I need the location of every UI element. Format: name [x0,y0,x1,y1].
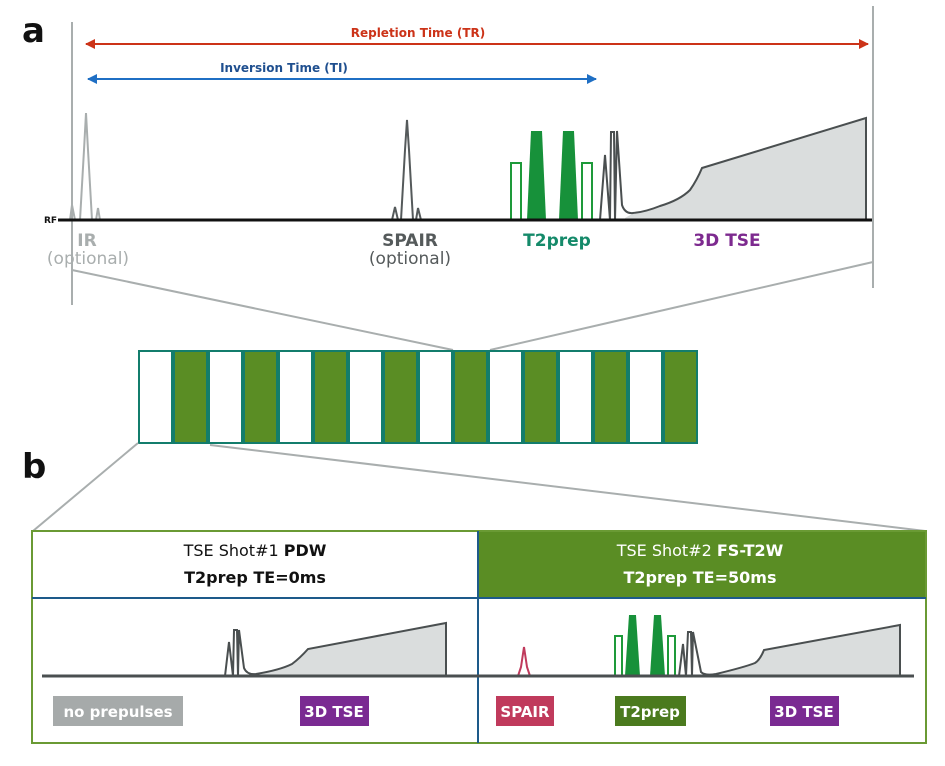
shot-box-4 [243,350,278,444]
tse-readout [599,116,867,221]
zoom-line-right-a [489,261,874,351]
shot1-title-prefix: TSE Shot#1 [183,541,284,560]
zoom-line-right-b [209,444,926,532]
t2prep-pulses [510,131,593,221]
shot-box-12 [523,350,558,444]
spair-sublabel: (optional) [369,249,451,269]
shot-box-15 [628,350,663,444]
shot-box-11 [488,350,523,444]
panel-letter-a: a [22,11,45,51]
tag-t2prep: T2prep [620,703,680,721]
t2prep-hard-pulse-1 [510,162,522,221]
shot-box-6 [313,350,348,444]
ir-label: IR [77,231,96,251]
ir-pulse [69,112,101,221]
repletion-time-label: Repletion Time (TR) [351,26,486,40]
shot2-title-prefix: TSE Shot#2 [616,541,717,560]
t2prep-refocus-pulse-2 [559,131,578,220]
shot-box-14 [593,350,628,444]
tag-no-prepulses-bg [53,696,183,726]
shot-box-1 [138,350,173,444]
tse-echo-train [599,116,867,221]
panel-letter-b: b [22,447,46,487]
shot-box-8 [383,350,418,444]
tag-no-prepulses: no prepulses [63,703,172,721]
shot2-spair-pulse [517,646,531,677]
shot1-waveform [42,621,478,678]
panel-b: b TSE Shot#1 PDW T2prep TE=0ms TSE Shot#… [22,447,927,744]
shot-box-9 [418,350,453,444]
shot2-header-bg [478,531,926,598]
shot2-t2prep-hard-2 [667,635,676,677]
t2prep-refocus-pulse-1 [527,131,546,220]
rf-label: RF [44,216,57,226]
ir-sublabel: (optional) [47,249,129,269]
tag-spair: SPAIR [500,703,550,721]
tag-3d-tse-shot2: 3D TSE [774,703,833,721]
shot-box-16 [663,350,698,444]
tag-3d-tse-shot1: 3D TSE [304,703,363,721]
shot2-t2prep-refocus-2 [650,615,665,676]
shot2-t2prep-refocus-1 [625,615,640,676]
shot-box-3 [208,350,243,444]
zoom-line-left-b [32,442,139,532]
tag-3d-tse-shot2-bg [770,696,839,726]
zoom-line-left-a [71,269,454,351]
shot2-title: TSE Shot#2 FS-T2W [616,541,784,560]
shot-box-5 [278,350,313,444]
shot2-te: T2prep TE=50ms [624,568,777,587]
tag-t2prep-bg [615,696,686,726]
shot-box-13 [558,350,593,444]
t2prep-label: T2prep [523,231,591,251]
t2prep-hard-pulse-2 [581,162,593,221]
shot1-title: TSE Shot#1 PDW [183,541,327,560]
tag-3d-tse-shot1-bg [300,696,369,726]
spair-label: SPAIR [382,231,438,251]
spair-pulse [391,119,422,221]
tse-label: 3D TSE [693,231,760,251]
shot-box-10-highlighted [453,350,488,444]
shot1-title-bold: PDW [284,541,327,560]
shot-box-2 [173,350,208,444]
panel-a: a Repletion Time (TR) Inversion Time (TI… [22,6,874,305]
tag-spair-bg [496,696,554,726]
shot2-waveform [478,615,914,678]
shot-strip [138,350,698,444]
shot-box-7 [348,350,383,444]
shot2-t2prep-hard-1 [614,635,623,677]
shot1-te: T2prep TE=0ms [184,568,326,587]
inversion-time-label: Inversion Time (TI) [220,61,348,75]
shot2-title-bold: FS-T2W [717,541,784,560]
